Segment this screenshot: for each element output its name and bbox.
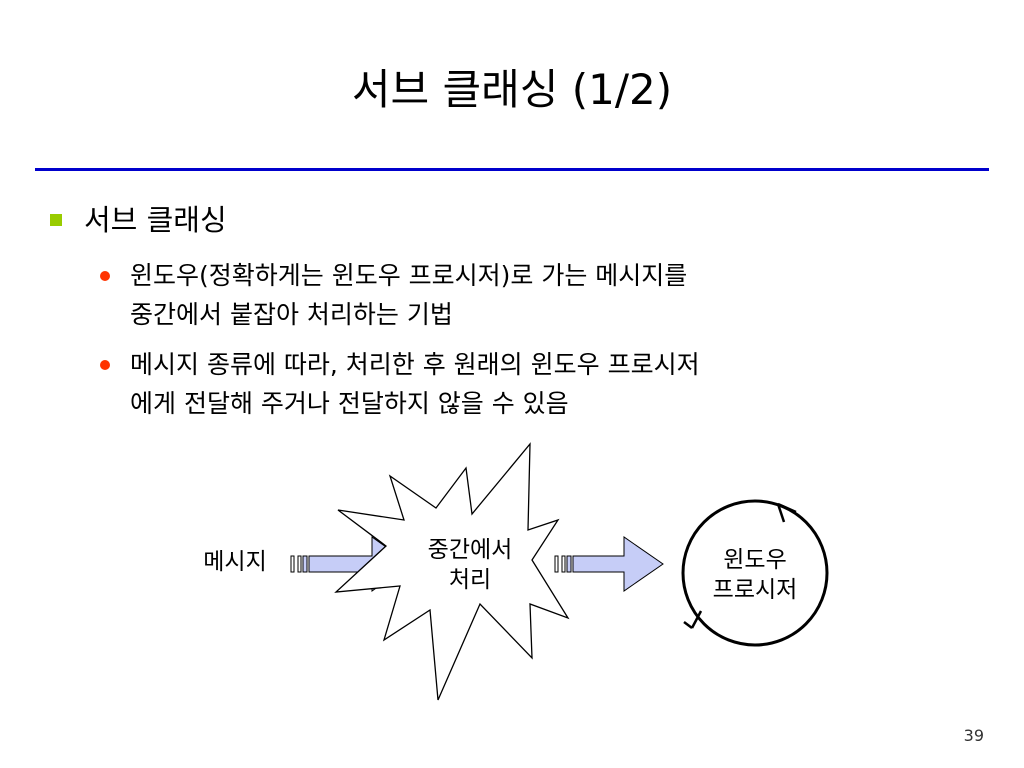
starburst-shape [334,442,570,701]
forward-arrow [554,536,664,592]
page-title: 서브 클래싱 (1/2) [351,65,673,114]
window-procedure-label: 윈도우 프로시저 [685,545,825,605]
sub-bullet-2-line-1: 메시지 종류에 따라, 처리한 후 원래의 윈도우 프로시저 [130,350,700,379]
window-procedure-label-line-2: 프로시저 [712,577,798,603]
loop-arrow-icon [683,502,797,629]
square-bullet-icon [50,214,62,226]
bullet-main: 서브 클래싱 [50,198,227,242]
sub-bullet-1: 윈도우(정확하게는 윈도우 프로시저)로 가는 메시지를 중간에서 붙잡아 처리… [100,256,687,334]
middle-processing-label-line-2: 처리 [448,567,492,593]
title-divider [35,168,989,171]
window-procedure-circle [681,499,829,647]
round-bullet-icon [100,271,110,281]
sub-bullet-1-line-1: 윈도우(정확하게는 윈도우 프로시저)로 가는 메시지를 [130,261,688,290]
sub-bullet-2-line-2: 에게 전달해 주거나 전달하지 않을 수 있음 [130,389,569,418]
middle-processing-label-line-1: 중간에서 [427,537,513,563]
sub-bullet-2: 메시지 종류에 따라, 처리한 후 원래의 윈도우 프로시저 에게 전달해 주거… [100,345,700,423]
round-bullet-icon [100,360,110,370]
middle-processing-label: 중간에서 처리 [405,535,535,595]
sub-bullet-1-line-2: 중간에서 붙잡아 처리하는 기법 [130,300,453,329]
window-procedure-label-line-1: 윈도우 [723,547,787,573]
message-label: 메시지 [203,549,267,575]
bullet-main-text: 서브 클래싱 [84,203,227,237]
page-number: 39 [963,726,984,745]
